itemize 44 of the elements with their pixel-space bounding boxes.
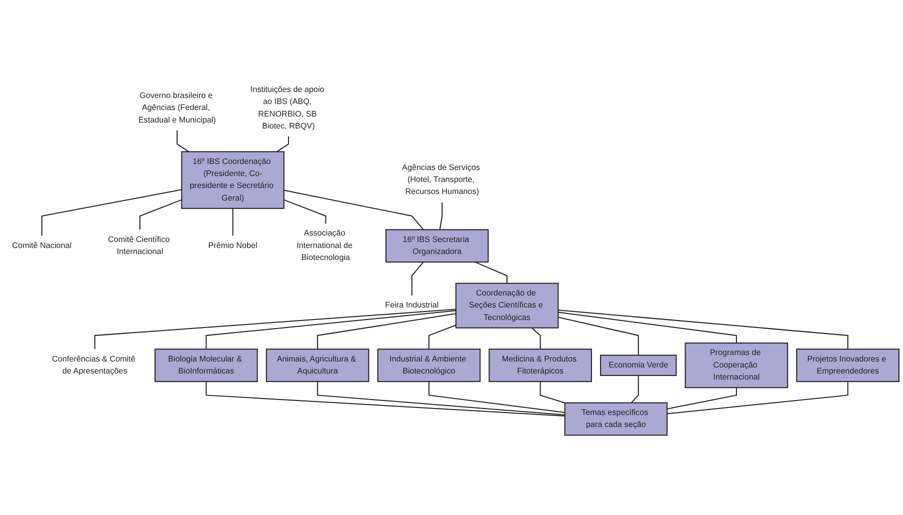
connector bbox=[532, 328, 541, 350]
connector bbox=[317, 313, 456, 350]
connector bbox=[558, 310, 848, 350]
node-text: Associação International de Biotecnologia bbox=[296, 229, 352, 262]
connector bbox=[474, 262, 508, 284]
node-box: Medicina & Produtos Fitoterápicos bbox=[488, 348, 592, 382]
node-text: Governo brasileiro e Agências (Federal, Estadual e Municipal) bbox=[138, 91, 216, 124]
node-box: 16º IBS Coordenação (Presidente, Co-presidente e Secretário Geral) bbox=[181, 151, 284, 209]
node-text: Prêmio Nobel bbox=[208, 241, 258, 250]
connector bbox=[284, 190, 424, 230]
connector bbox=[439, 202, 443, 230]
node-text: Agências de Serviços (Hotel, Transporte, Recursos Humanos) bbox=[402, 163, 480, 196]
connector bbox=[139, 199, 182, 230]
connector bbox=[317, 382, 565, 416]
node-box: Projetos Inovadores e Empreendedores bbox=[796, 348, 900, 382]
node-box: Coordenação de Seções Científicas e Tecnológicas bbox=[455, 282, 559, 328]
node-box: Animais, Agricultura & Aquicultura bbox=[266, 348, 370, 382]
connector bbox=[284, 199, 326, 224]
connector bbox=[630, 375, 639, 404]
connector bbox=[558, 316, 639, 356]
connector bbox=[667, 388, 737, 410]
node-box: Economia Verde bbox=[600, 354, 677, 376]
node-box: 16º IBS Secretaria Organizadora bbox=[385, 229, 489, 263]
node-text: Comitê Científico Internacional bbox=[108, 235, 170, 256]
connector bbox=[558, 312, 737, 344]
connector bbox=[232, 208, 234, 236]
connector bbox=[276, 136, 289, 152]
connector bbox=[411, 262, 424, 296]
connector bbox=[540, 382, 565, 404]
connector bbox=[428, 324, 456, 350]
node-text: Instituições de apoio ao IBS (ABQ, RENORBIO, SB Biotec, RBQV) bbox=[250, 85, 324, 130]
node-box: Industrial & Ambiente Biotecnológico bbox=[377, 348, 481, 382]
connector bbox=[41, 189, 182, 236]
connector bbox=[206, 310, 456, 350]
connector bbox=[428, 382, 565, 413]
node-text: Feira Industrial bbox=[385, 301, 439, 310]
node-text: Comitê Nacional bbox=[12, 241, 72, 250]
connector bbox=[667, 382, 848, 414]
node-box: Programas de Cooperação Internacional bbox=[684, 342, 788, 388]
node-box: Biologia Molecular & BioInformáticas bbox=[154, 348, 258, 382]
connector bbox=[94, 308, 456, 350]
node-box: Temas específicos para cada seção bbox=[564, 402, 668, 436]
connector bbox=[206, 382, 565, 417]
node-text: Conferências & Comitê de Apresentações bbox=[52, 354, 136, 376]
